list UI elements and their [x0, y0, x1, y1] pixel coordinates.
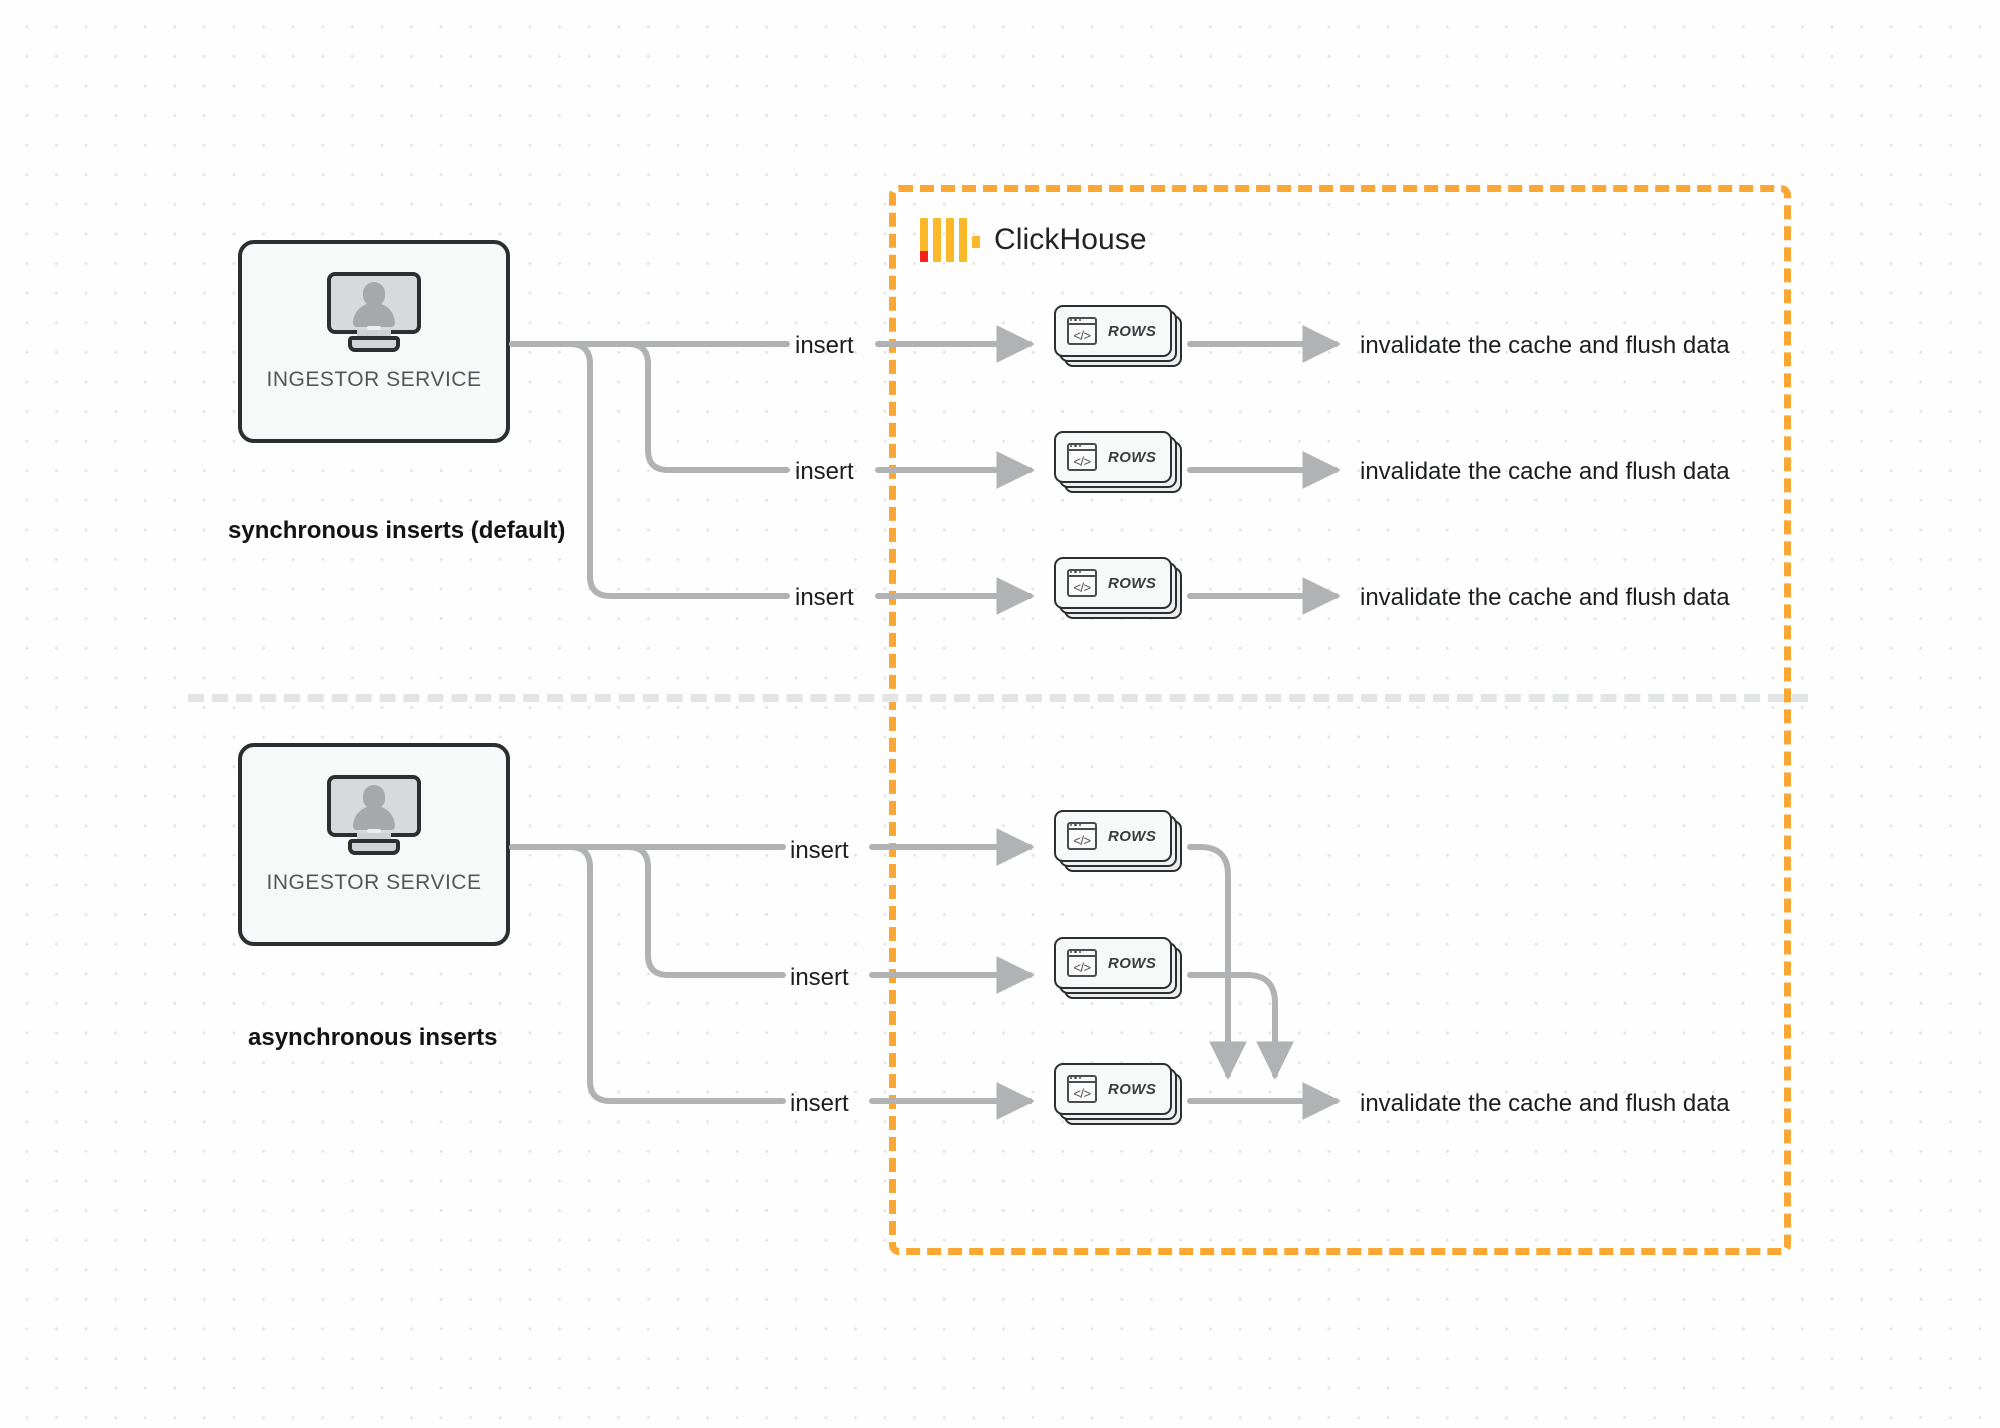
ingestor-service-label-sync: INGESTOR SERVICE: [266, 368, 482, 391]
logo-bar-1: [920, 218, 928, 262]
logo-nub: [972, 236, 980, 248]
ingestor-service-label-async: INGESTOR SERVICE: [266, 871, 482, 894]
rows-front: </> ROWS: [1054, 557, 1172, 609]
ingestor-service-card-async: INGESTOR SERVICE: [238, 743, 510, 946]
rows-card-async-3: </> ROWS: [1054, 1063, 1182, 1125]
wire-sync-branch-2: [509, 341, 790, 473]
clickhouse-brand: ClickHouse: [920, 218, 1147, 262]
code-window-frame: [1067, 569, 1097, 597]
code-window-titlebar: [1067, 569, 1097, 577]
code-window-frame: [1067, 443, 1097, 471]
rows-front: </> ROWS: [1054, 1063, 1172, 1115]
logo-bar-2: [933, 218, 941, 262]
code-window-icon: </>: [1067, 949, 1097, 977]
logo-bar-4: [959, 218, 967, 262]
monitor-base: [348, 839, 400, 855]
code-window-icon: </>: [1067, 1075, 1097, 1103]
clickhouse-wordmark: ClickHouse: [994, 223, 1147, 256]
code-window-titlebar: [1067, 1075, 1097, 1083]
monitor-indicator: [367, 326, 381, 330]
outcome-label-sync-3: invalidate the cache and flush data: [1360, 584, 1730, 611]
user-body: [353, 806, 395, 830]
rows-label-sync-2: ROWS: [1108, 448, 1157, 466]
code-glyph: </>: [1073, 959, 1091, 975]
user-head: [363, 785, 385, 809]
section-caption-sync: synchronous inserts (default): [228, 517, 566, 544]
rows-front: </> ROWS: [1054, 810, 1172, 862]
insert-label-async-3: insert: [790, 1090, 849, 1117]
code-window-titlebar: [1067, 949, 1097, 957]
monitor-user-icon: [327, 775, 421, 855]
rows-card-sync-3: </> ROWS: [1054, 557, 1182, 619]
user-head: [363, 282, 385, 306]
code-window-icon: </>: [1067, 822, 1097, 850]
rows-label-sync-3: ROWS: [1108, 574, 1157, 592]
wire-async-branch-2: [509, 844, 786, 978]
rows-card-sync-1: </> ROWS: [1054, 305, 1182, 367]
wire-async-branch-3: [509, 844, 786, 1104]
code-window-titlebar: [1067, 317, 1097, 325]
clickhouse-logo-icon: [920, 218, 980, 262]
code-window-titlebar: [1067, 443, 1097, 451]
code-window-icon: </>: [1067, 569, 1097, 597]
rows-card-async-1: </> ROWS: [1054, 810, 1182, 872]
insert-label-sync-2: insert: [795, 458, 854, 485]
rows-label-sync-1: ROWS: [1108, 322, 1157, 340]
outcome-label-sync-1: invalidate the cache and flush data: [1360, 332, 1730, 359]
logo-bar-3: [946, 218, 954, 262]
section-caption-async: asynchronous inserts: [248, 1024, 498, 1051]
insert-label-async-2: insert: [790, 964, 849, 991]
monitor-base: [348, 336, 400, 352]
wire-sync-branch-3: [509, 341, 790, 599]
code-window-frame: [1067, 1075, 1097, 1103]
ingestor-service-card-sync: INGESTOR SERVICE: [238, 240, 510, 443]
code-window-frame: [1067, 949, 1097, 977]
rows-front: </> ROWS: [1054, 305, 1172, 357]
rows-front: </> ROWS: [1054, 937, 1172, 989]
section-divider: [188, 694, 1808, 702]
rows-front: </> ROWS: [1054, 431, 1172, 483]
code-window-frame: [1067, 822, 1097, 850]
rows-card-async-2: </> ROWS: [1054, 937, 1182, 999]
monitor-indicator: [367, 829, 381, 833]
clickhouse-boundary: [889, 185, 1791, 1255]
code-window-titlebar: [1067, 822, 1097, 830]
code-glyph: </>: [1073, 832, 1091, 848]
code-glyph: </>: [1073, 453, 1091, 469]
logo-red-square: [920, 251, 928, 262]
code-glyph: </>: [1073, 579, 1091, 595]
rows-label-async-3: ROWS: [1108, 1080, 1157, 1098]
monitor-user-icon: [327, 272, 421, 352]
rows-label-async-1: ROWS: [1108, 827, 1157, 845]
insert-label-async-1: insert: [790, 837, 849, 864]
insert-label-sync-1: insert: [795, 332, 854, 359]
outcome-label-sync-2: invalidate the cache and flush data: [1360, 458, 1730, 485]
outcome-label-async-shared: invalidate the cache and flush data: [1360, 1090, 1730, 1117]
code-glyph: </>: [1073, 1085, 1091, 1101]
rows-card-sync-2: </> ROWS: [1054, 431, 1182, 493]
insert-label-sync-3: insert: [795, 584, 854, 611]
code-window-icon: </>: [1067, 317, 1097, 345]
code-glyph: </>: [1073, 327, 1091, 343]
code-window-icon: </>: [1067, 443, 1097, 471]
code-window-frame: [1067, 317, 1097, 345]
rows-label-async-2: ROWS: [1108, 954, 1157, 972]
user-body: [353, 303, 395, 327]
